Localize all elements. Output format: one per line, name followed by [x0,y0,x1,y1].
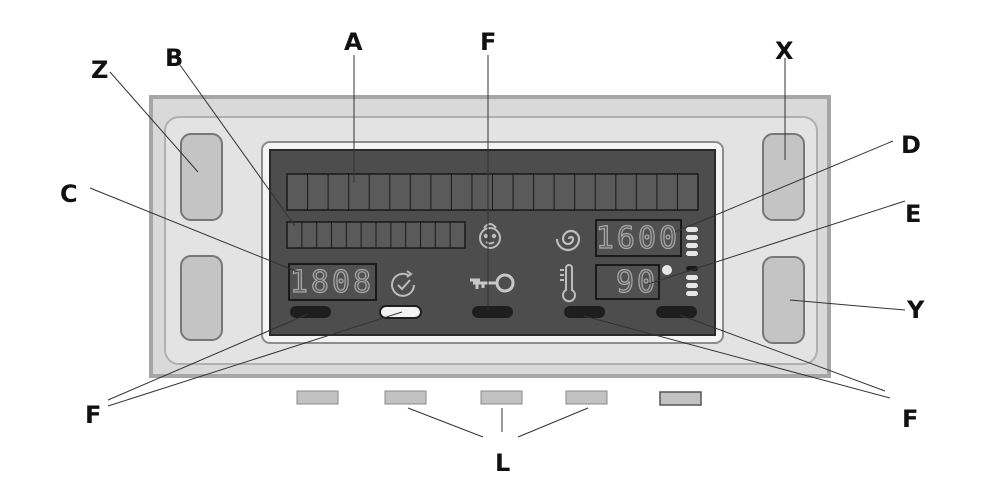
right-bottom-button[interactable] [763,257,804,343]
callout-b: B [165,46,183,70]
callout-f-right: F [902,407,918,431]
left-bottom-button[interactable] [181,256,222,340]
right-top-button[interactable] [763,134,804,220]
callout-x: X [775,39,794,63]
option-button[interactable] [481,391,522,404]
option-button[interactable] [385,391,426,404]
callout-l: L [495,451,510,475]
option-button[interactable] [660,392,701,405]
option-button[interactable] [566,391,607,404]
text-segment-row [287,174,698,210]
indicator-bar [472,306,513,318]
spin-readout: 1600 [596,221,680,256]
option-button[interactable] [297,391,338,404]
callout-a: A [344,30,363,54]
callout-f-top: F [480,30,496,54]
callout-c: C [60,182,78,206]
callout-e: E [905,202,921,226]
small-segment-row [287,222,465,248]
left-top-button[interactable] [181,134,222,220]
callout-z: Z [91,58,108,82]
callout-f-left: F [85,403,101,427]
time-readout: 1808 [290,265,374,300]
callout-d: D [901,133,921,157]
indicator-bar [290,306,331,318]
indicator-bar [656,306,697,318]
callout-y: Y [907,298,924,322]
